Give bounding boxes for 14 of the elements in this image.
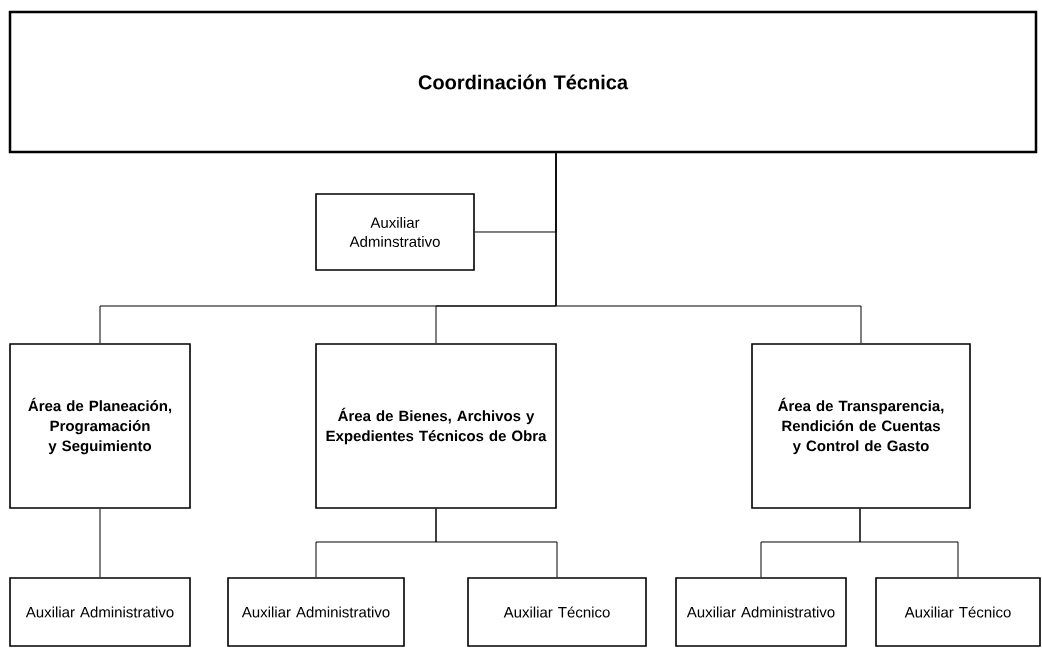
connector-line [555,152,862,344]
area-box: Área de Planeación, Programación y Seguimiento [9,343,191,509]
position-box: Auxiliar Técnico [875,577,1041,647]
position-box: Auxiliar Administrativo [227,577,405,647]
position-box: Auxiliar Administrativo [675,577,847,647]
position-box: Auxiliar Administrativo [9,577,191,647]
unit-box: Coordinación Técnica [8,10,1038,154]
connector-line [435,508,558,578]
connector-line [99,508,101,578]
area-box: Área de Transparencia, Rendición de Cuentas y Control de Gasto [751,343,971,509]
connector-line [859,508,959,578]
position-box: Auxiliar Adminstrativo [315,193,475,271]
position-box: Auxiliar Técnico [467,577,647,647]
area-box: Área de Bienes, Archivos y Expedientes Técnicos de Obra [315,343,557,509]
